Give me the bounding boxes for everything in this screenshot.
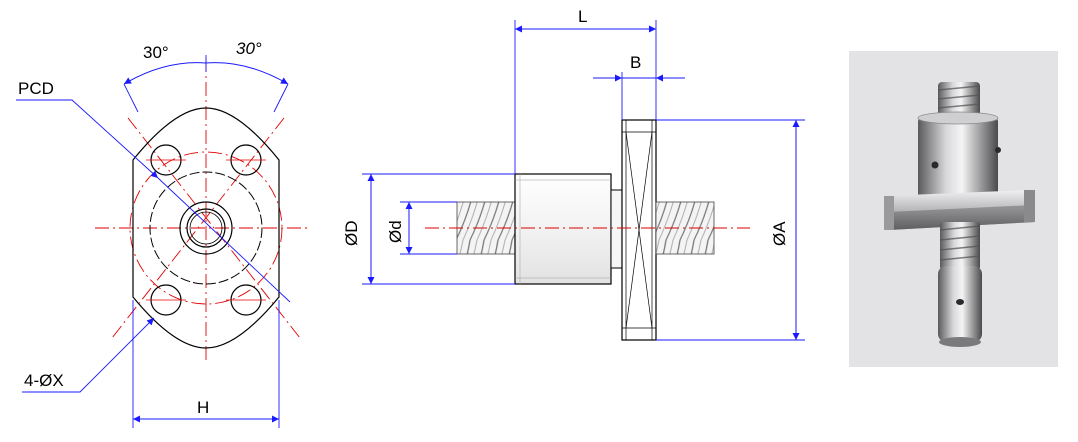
flange-thickness-label: B xyxy=(630,53,641,72)
holes-leader xyxy=(22,317,155,393)
front-view: 30° 30° PCD 4-ØX H xyxy=(16,39,310,428)
flange-diameter-label: ØA xyxy=(770,221,789,246)
width-label: H xyxy=(197,398,209,417)
holes-label: 4-ØX xyxy=(24,371,64,390)
screw-diameter-label: Ød xyxy=(386,220,405,243)
bore-inner xyxy=(186,208,226,248)
pcd-leader xyxy=(16,99,159,179)
bore-outer xyxy=(179,201,233,255)
nut-body xyxy=(514,173,612,285)
nut-body-circle xyxy=(149,171,263,285)
angle-label-left: 30° xyxy=(143,43,169,62)
length-label: L xyxy=(578,7,587,26)
side-view: L B ØD Ød ØA xyxy=(342,7,805,341)
product-photo xyxy=(849,51,1058,367)
pcd-label: PCD xyxy=(18,79,54,98)
angle-label-right: 30° xyxy=(236,39,262,58)
flange-outline xyxy=(132,107,280,349)
body-diameter-label: ØD xyxy=(342,221,361,247)
